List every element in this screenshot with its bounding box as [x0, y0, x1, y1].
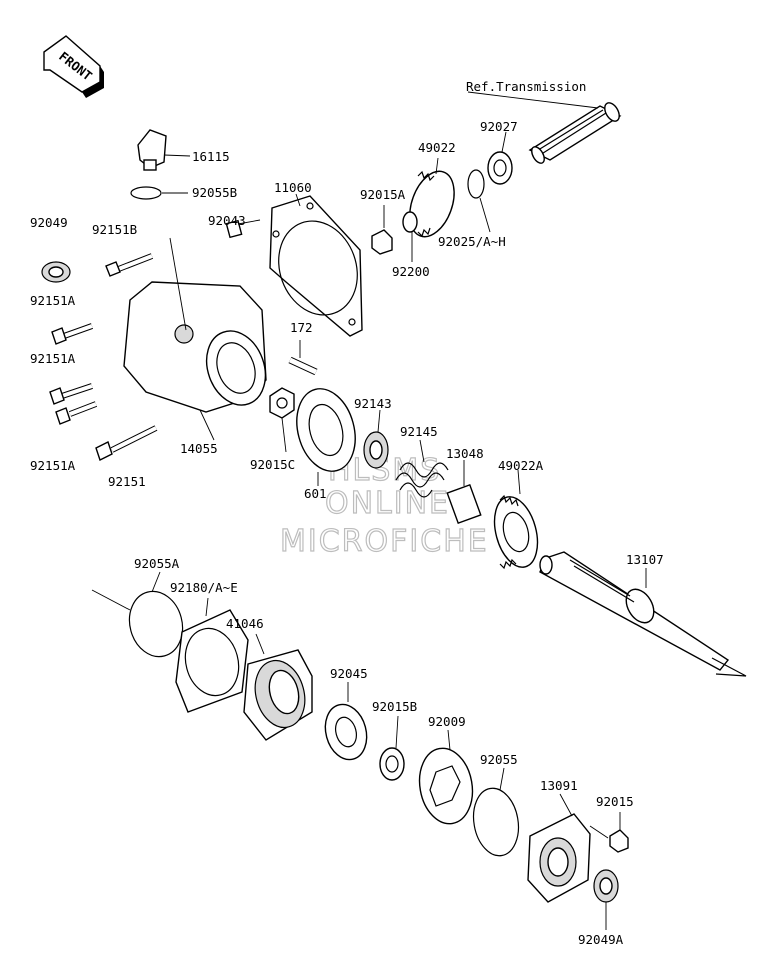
label-92015c: 92015C [250, 457, 295, 472]
label-92049: 92049 [30, 215, 68, 230]
part-92055a-oring [128, 590, 184, 658]
part-labels: Ref.Transmission 16115 92055B 11060 9204… [30, 79, 664, 947]
part-92027-bearing [487, 151, 513, 185]
part-92180-gasket [175, 597, 249, 713]
part-49022-gear [409, 157, 455, 238]
part-92025-shim [467, 169, 485, 199]
part-13048 [446, 460, 482, 525]
label-92015: 92015 [596, 794, 634, 809]
watermark-line-2: ONLINE [325, 486, 450, 521]
part-16115 [137, 129, 191, 171]
label-92151b: 92151B [92, 222, 137, 237]
label-13048: 13048 [446, 446, 484, 461]
bolts-group [49, 253, 158, 461]
label-49022: 49022 [418, 140, 456, 155]
part-13107-shaft [539, 551, 747, 677]
label-92180: 92180/A~E [170, 580, 238, 595]
label-601: 601 [304, 486, 327, 501]
part-92200-washer [402, 211, 418, 233]
label-92015a: 92015A [360, 187, 406, 202]
label-92015b: 92015B [372, 699, 417, 714]
label-13091: 13091 [540, 778, 578, 793]
label-41046: 41046 [226, 616, 264, 631]
part-92009-plate [418, 729, 474, 825]
part-92145-spring [395, 439, 449, 498]
label-16115: 16115 [192, 149, 230, 164]
part-92045-bearing [324, 682, 368, 761]
part-49022a-gear [493, 469, 539, 570]
part-92015b-nut [379, 747, 405, 781]
part-92055b-oring [130, 186, 162, 200]
part-92015a-nut [371, 229, 393, 255]
part-601-bearing [296, 388, 356, 486]
part-92015c-nut [269, 387, 295, 419]
label-92055b: 92055B [192, 185, 237, 200]
part-92143 [363, 409, 389, 469]
label-92200: 92200 [392, 264, 430, 279]
label-92145: 92145 [400, 424, 438, 439]
part-11060-gasket [269, 193, 363, 337]
label-13107: 13107 [626, 552, 664, 567]
label-92055a: 92055A [134, 556, 180, 571]
label-92009: 92009 [428, 714, 466, 729]
front-arrow-icon: FRONT [43, 35, 104, 98]
label-92043: 92043 [208, 213, 246, 228]
label-92151: 92151 [108, 474, 146, 489]
label-92151a-3: 92151A [30, 458, 76, 473]
label-92025: 92025/A~H [438, 234, 506, 249]
label-92151a-2: 92151A [30, 351, 76, 366]
label-92055: 92055 [480, 752, 518, 767]
label-92143: 92143 [354, 396, 392, 411]
label-92049a: 92049A [578, 932, 624, 947]
part-92043 [225, 219, 261, 239]
label-49022a: 49022A [498, 458, 544, 473]
label-14055: 14055 [180, 441, 218, 456]
part-172-stud [288, 340, 318, 376]
reference-label: Ref.Transmission [466, 79, 586, 94]
label-92045: 92045 [330, 666, 368, 681]
transmission-shaft [467, 91, 622, 164]
label-92151a-1: 92151A [30, 293, 76, 308]
part-92015-nut [609, 829, 629, 853]
part-13091-cover [527, 793, 591, 903]
part-41046-housing [243, 633, 313, 741]
label-11060: 11060 [274, 180, 312, 195]
label-172: 172 [290, 320, 313, 335]
part-14055-housing [123, 237, 267, 441]
part-92055-oring [472, 787, 520, 857]
label-92027: 92027 [480, 119, 518, 134]
watermark-line-3: MICROFICHE [280, 524, 489, 559]
